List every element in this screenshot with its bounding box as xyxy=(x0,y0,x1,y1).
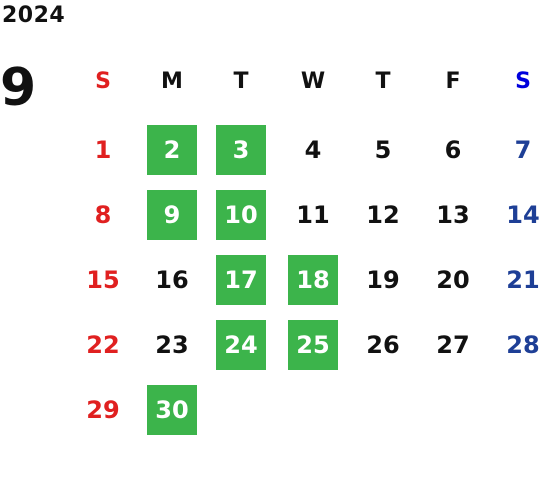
weekday-friday: F xyxy=(445,68,461,94)
weekday-saturday: S xyxy=(515,68,531,94)
day-cell[interactable]: 25 xyxy=(288,320,338,370)
day-cell[interactable]: 24 xyxy=(216,320,266,370)
weekday-thursday: T xyxy=(375,68,391,94)
day-cell[interactable]: 3 xyxy=(216,125,266,175)
day-cell[interactable]: 4 xyxy=(304,136,322,164)
weekday-wednesday: W xyxy=(300,68,326,94)
day-cell[interactable]: 21 xyxy=(506,266,540,294)
day-cell[interactable]: 23 xyxy=(155,331,189,359)
day-cell[interactable]: 6 xyxy=(444,136,462,164)
weekday-sunday: S xyxy=(95,68,111,94)
day-cell[interactable]: 16 xyxy=(155,266,189,294)
day-cell[interactable]: 29 xyxy=(86,396,120,424)
day-cell[interactable]: 10 xyxy=(216,190,266,240)
day-cell[interactable]: 19 xyxy=(366,266,400,294)
day-cell[interactable]: 26 xyxy=(366,331,400,359)
day-cell[interactable]: 14 xyxy=(506,201,540,229)
day-cell[interactable]: 7 xyxy=(514,136,532,164)
day-cell[interactable]: 8 xyxy=(94,201,112,229)
day-cell[interactable]: 28 xyxy=(506,331,540,359)
day-cell[interactable]: 2 xyxy=(147,125,197,175)
day-cell[interactable]: 5 xyxy=(374,136,392,164)
day-cell[interactable]: 15 xyxy=(86,266,120,294)
weekday-monday: M xyxy=(161,68,183,94)
year-label: 2024 xyxy=(2,3,66,28)
day-cell[interactable]: 27 xyxy=(436,331,470,359)
weekday-tuesday: T xyxy=(233,68,249,94)
day-cell[interactable]: 22 xyxy=(86,331,120,359)
day-cell[interactable]: 11 xyxy=(296,201,330,229)
day-cell[interactable]: 30 xyxy=(147,385,197,435)
day-cell[interactable]: 1 xyxy=(94,136,112,164)
day-cell[interactable]: 12 xyxy=(366,201,400,229)
month-number: 9 xyxy=(0,58,37,118)
day-cell[interactable]: 9 xyxy=(147,190,197,240)
day-cell[interactable]: 17 xyxy=(216,255,266,305)
day-cell[interactable]: 18 xyxy=(288,255,338,305)
day-cell[interactable]: 20 xyxy=(436,266,470,294)
day-cell[interactable]: 13 xyxy=(436,201,470,229)
